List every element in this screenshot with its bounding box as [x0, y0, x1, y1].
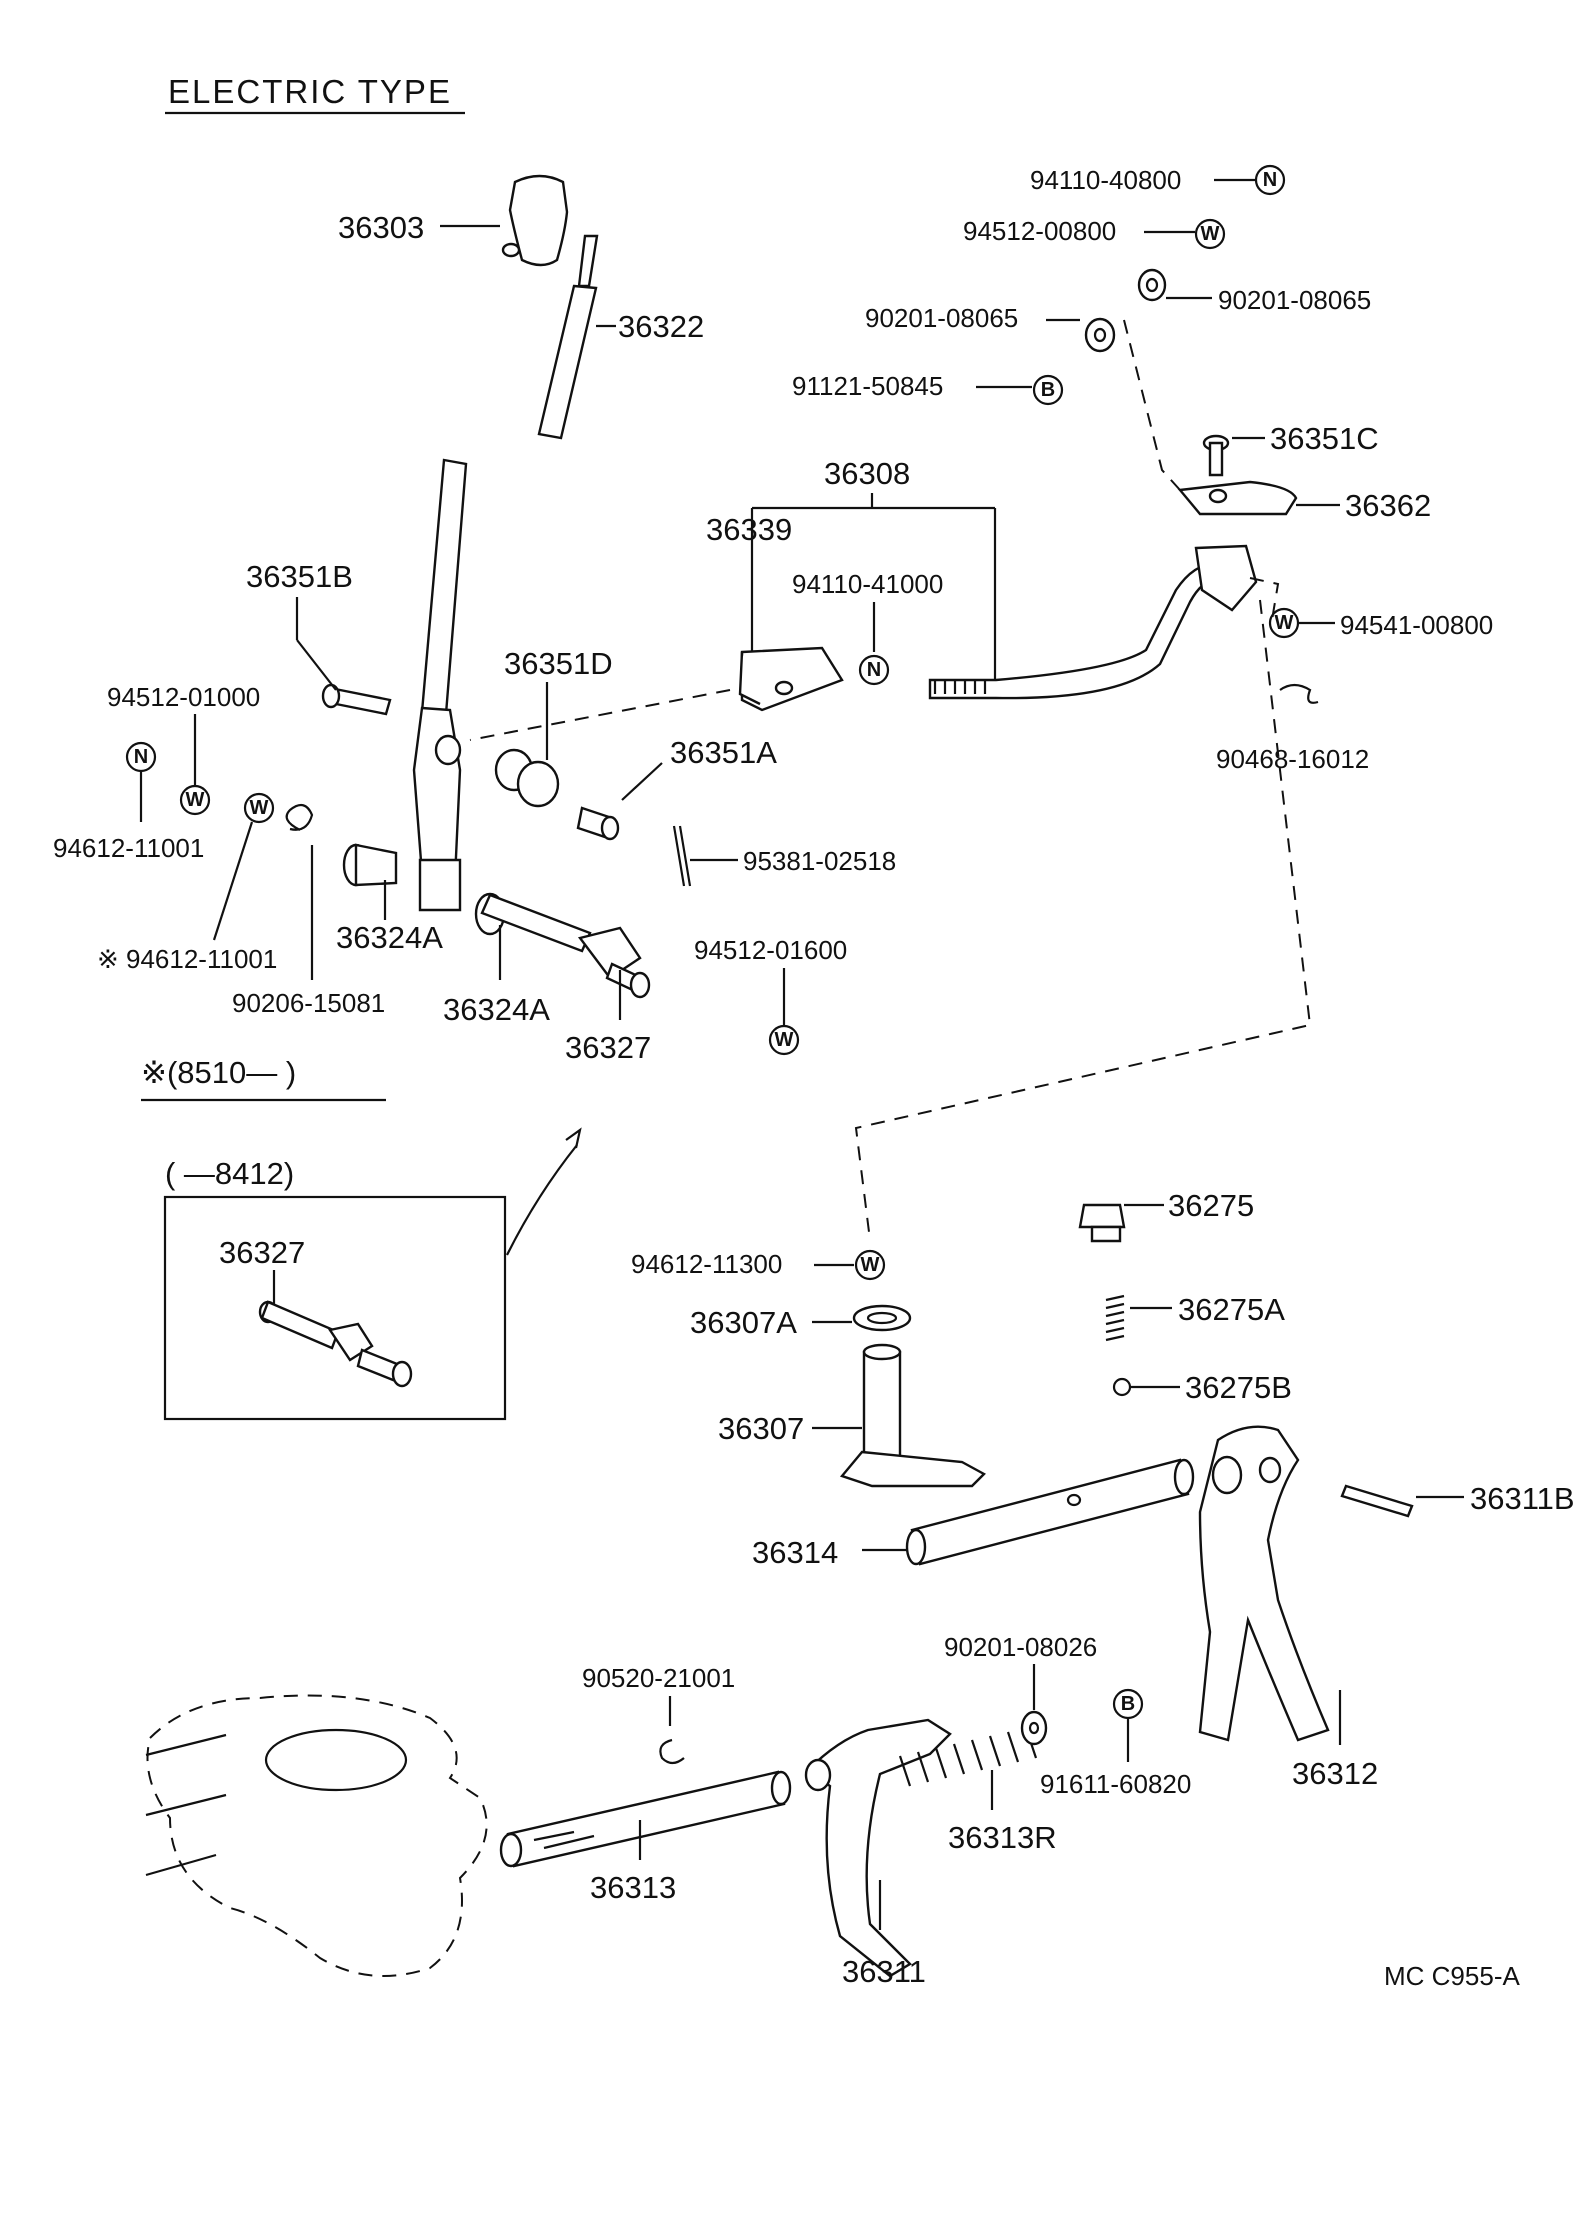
washer-90201-08026 — [1020, 1710, 1048, 1746]
label-36351C: 36351C — [1270, 421, 1379, 456]
label-90201-08065-b: 90201-08065 — [1218, 285, 1371, 315]
label-36324A-2: 36324A — [443, 992, 550, 1027]
svg-text:N: N — [134, 746, 148, 768]
svg-text:N: N — [1263, 169, 1277, 191]
transmission-housing — [145, 1694, 488, 1977]
label-90201-08026: 90201-08026 — [944, 1632, 1097, 1662]
washer-90201-08065-b — [1137, 268, 1167, 302]
label-36313R: 36313R — [948, 1820, 1057, 1855]
pin-36351B — [321, 683, 392, 716]
inset-serial-label: ※(8510— ) — [141, 1055, 296, 1090]
bracket-36339 — [738, 646, 844, 712]
svg-text:W: W — [250, 797, 269, 819]
label-91121-50845: 91121-50845 — [792, 371, 943, 401]
label-36362: 36362 — [1345, 488, 1431, 523]
label-36327: 36327 — [565, 1030, 651, 1065]
plug-36275 — [1078, 1203, 1126, 1243]
svg-text:B: B — [1041, 379, 1055, 401]
label-94512-01600: 94512-01600 — [694, 935, 847, 965]
cotter-pin-95381-02518 — [672, 825, 692, 887]
svg-text:W: W — [1275, 612, 1294, 634]
inset-prev-range-label: ( —8412) — [165, 1156, 294, 1191]
label-36312: 36312 — [1292, 1756, 1378, 1791]
label-36307A: 36307A — [690, 1305, 797, 1340]
bushing-36324A-upper — [342, 843, 398, 887]
collar-36351A — [576, 806, 620, 841]
clip-90520-21001 — [659, 1738, 685, 1765]
label-90468-16012: 90468-16012 — [1216, 744, 1369, 774]
label-90520-21001: 90520-21001 — [582, 1663, 735, 1693]
pin-90468-16012 — [1279, 683, 1319, 704]
label-94612-11001: 94612-11001 — [53, 833, 204, 863]
control-rod-36308 — [928, 562, 1224, 700]
pin-36311B — [1340, 1484, 1414, 1518]
washer-90201-08065-a — [1084, 317, 1116, 353]
label-94612-11300: 94612-11300 — [631, 1249, 782, 1279]
svg-text:W: W — [775, 1029, 794, 1051]
label-36351B: 36351B — [246, 559, 353, 594]
label-90206-15081: 90206-15081 — [232, 988, 385, 1018]
svg-text:N: N — [867, 659, 881, 681]
label-36308: 36308 — [824, 456, 910, 491]
label-36303: 36303 — [338, 210, 424, 245]
label-91611-60820: 91611-60820 — [1040, 1769, 1191, 1799]
label-90201-08065-a: 90201-08065 — [865, 303, 1018, 333]
fork-36311 — [804, 1718, 952, 1978]
stud-36327 — [474, 892, 651, 999]
shaft-36314 — [905, 1458, 1195, 1566]
label-36322: 36322 — [618, 309, 704, 344]
label-36339: 36339 — [706, 512, 792, 547]
fork-36312 — [1198, 1425, 1330, 1742]
label-95381-02518: 95381-02518 — [743, 846, 896, 876]
label-36311B: 36311B — [1470, 1481, 1575, 1516]
inset-stud-36327 — [258, 1300, 413, 1388]
label-36351A: 36351A — [670, 735, 777, 770]
label-36314: 36314 — [752, 1535, 838, 1570]
diagram-title: ELECTRIC TYPE — [168, 73, 452, 110]
ring-36307A — [852, 1304, 912, 1332]
label-36275B: 36275B — [1185, 1370, 1292, 1405]
spring-36313R — [898, 1727, 1038, 1787]
label-36313: 36313 — [590, 1870, 676, 1905]
svg-text:W: W — [861, 1254, 880, 1276]
bolt-36351C — [1202, 434, 1230, 477]
ball-36275B — [1112, 1377, 1132, 1397]
spring-36275A — [1105, 1294, 1125, 1342]
label-36311: 36311 — [842, 1954, 926, 1989]
shaft-36307 — [839, 1343, 986, 1488]
label-36351D: 36351D — [504, 646, 613, 681]
shift-lever-36322 — [412, 234, 599, 912]
svg-text:W: W — [186, 789, 205, 811]
svg-text:B: B — [1121, 1693, 1135, 1715]
label-36275A: 36275A — [1178, 1292, 1285, 1327]
inset-box — [163, 1195, 507, 1421]
label-36307: 36307 — [718, 1411, 804, 1446]
clip-90206-15081 — [285, 803, 314, 831]
inset-label-36327: 36327 — [219, 1235, 305, 1270]
shift-knob-36303 — [501, 174, 569, 267]
label-94612-11001-star: ※ 94612-11001 — [97, 944, 277, 974]
diagram-code: MC C955-A — [1384, 1961, 1520, 1991]
label-94512-00800: 94512-00800 — [963, 216, 1116, 246]
label-94110-41000: 94110-41000 — [792, 569, 943, 599]
label-94541-00800: 94541-00800 — [1340, 610, 1493, 640]
lever-36362 — [1177, 480, 1298, 612]
label-36324A-1: 36324A — [336, 920, 443, 955]
svg-text:W: W — [1201, 223, 1220, 245]
shaft-36313 — [499, 1770, 792, 1868]
label-94110-40800: 94110-40800 — [1030, 165, 1181, 195]
label-94512-01000: 94512-01000 — [107, 682, 260, 712]
label-36275: 36275 — [1168, 1188, 1254, 1223]
bushing-36351D — [494, 748, 560, 808]
